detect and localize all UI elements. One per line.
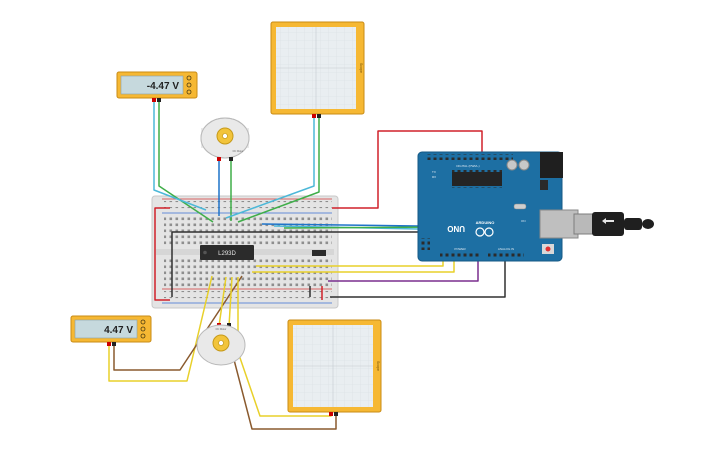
arduino-brand: ARDUINO (476, 220, 495, 225)
wire-red-5v (332, 130, 483, 209)
usb-cable[interactable] (573, 212, 654, 236)
oscilloscope-2-label: Scope (376, 361, 380, 371)
wire-green-scope1 (237, 116, 320, 223)
dc-motor-2[interactable]: DC Motor (196, 323, 246, 366)
power-header (440, 253, 480, 259)
wire-cyan-meter1 (153, 97, 207, 211)
usb-port (539, 209, 579, 239)
oscilloscope-2[interactable]: Scope (287, 319, 382, 416)
analog-header (488, 253, 524, 259)
wire-yellow-motor2b (228, 276, 233, 327)
multimeter-1-terminal (186, 75, 192, 81)
wire-yellow-motor2 (218, 276, 227, 327)
arduino-logo-icon (475, 227, 494, 237)
digital-header-label: DIGITAL (PWM~) (456, 164, 479, 168)
wire-yellow-meter2 (108, 275, 213, 382)
dc-motor-1[interactable]: DC Motor (200, 117, 250, 161)
oscilloscope-1-label: Scope (359, 63, 363, 73)
wire-brown-meter2 (113, 275, 243, 371)
atmega-chip (452, 172, 502, 186)
wire-black-ground (330, 252, 506, 298)
tx-label: TX (432, 170, 436, 174)
digital-header (425, 154, 513, 160)
chip-label: L293D (218, 251, 236, 257)
wire-purple (328, 252, 479, 282)
dc-motor-1-label: DC Motor (233, 150, 244, 153)
breadboard-switch[interactable] (312, 250, 326, 256)
wire-black-left (171, 231, 418, 297)
analog-label: ANALOG IN (498, 247, 514, 251)
wire-brown-scope2 (231, 351, 337, 430)
multimeter-1-terminal (186, 82, 192, 88)
multimeter-1[interactable]: -4.47 V (116, 71, 198, 102)
multimeter-2-reading: 4.47 V (104, 325, 133, 336)
l293d-chip[interactable]: L293D (200, 245, 254, 260)
arduino-model: UNO (447, 224, 465, 233)
multimeter-2-terminal (140, 326, 146, 332)
power-jack (540, 152, 563, 178)
rx-label: RX (432, 175, 436, 179)
power-label: POWER (454, 247, 466, 251)
wire-green-meter1 (158, 97, 214, 223)
multimeter-2-terminal (140, 319, 146, 325)
multimeter-1-reading: -4.47 V (147, 81, 180, 92)
multimeter-2-terminal (140, 333, 146, 339)
multimeter-1-terminal (186, 89, 192, 95)
dc-motor-2-label: DC Motor (216, 328, 227, 331)
wire-red-left-rail (154, 207, 170, 301)
wire-blue-signal (261, 223, 419, 227)
multimeter-2[interactable]: 4.47 V (70, 315, 152, 346)
on-label: ON (521, 219, 526, 223)
oscilloscope-1[interactable]: Scope (270, 21, 365, 118)
wire-cyan-scope1 (225, 116, 315, 219)
arduino-uno[interactable]: DIGITAL (PWM~) TX RX UNO ARDUINO ON P (417, 151, 579, 262)
